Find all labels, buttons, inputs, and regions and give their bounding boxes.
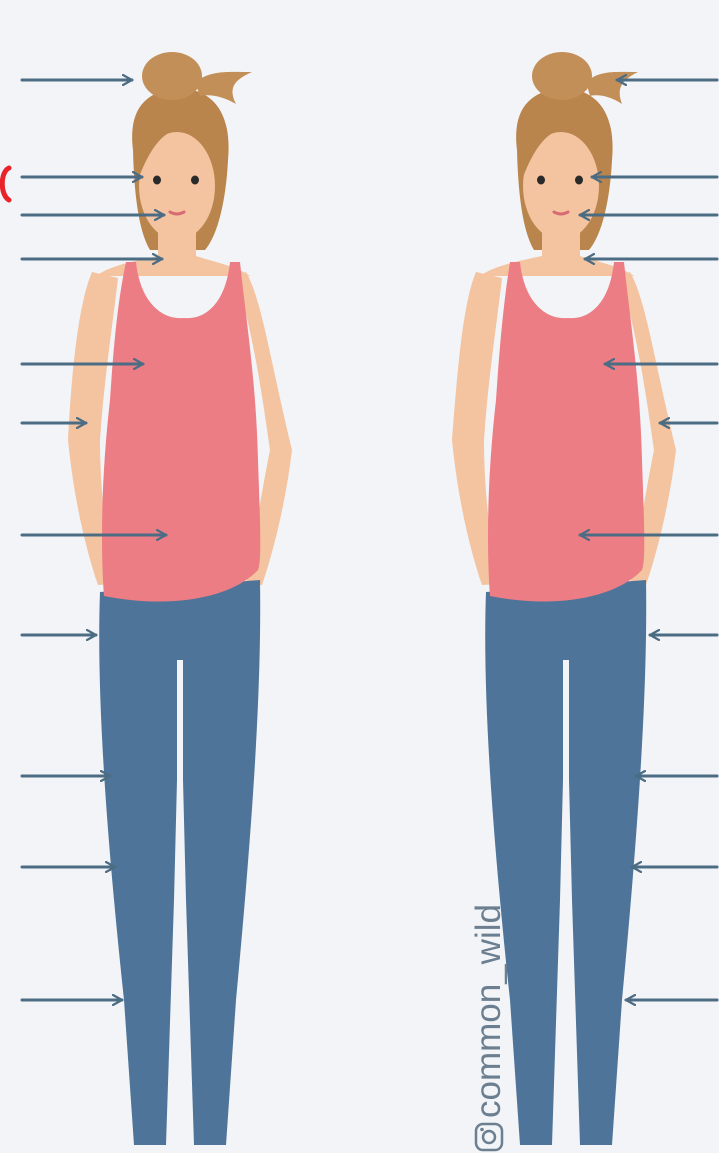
- eye-left: [153, 176, 161, 185]
- eye-right: [191, 176, 199, 185]
- watermark-handle: common_wild: [469, 904, 508, 1118]
- watermark: common_wild: [469, 904, 508, 1150]
- eye-left: [537, 176, 545, 185]
- eye-right: [575, 176, 583, 185]
- hair-bun: [142, 52, 202, 100]
- hair-bun: [532, 52, 592, 100]
